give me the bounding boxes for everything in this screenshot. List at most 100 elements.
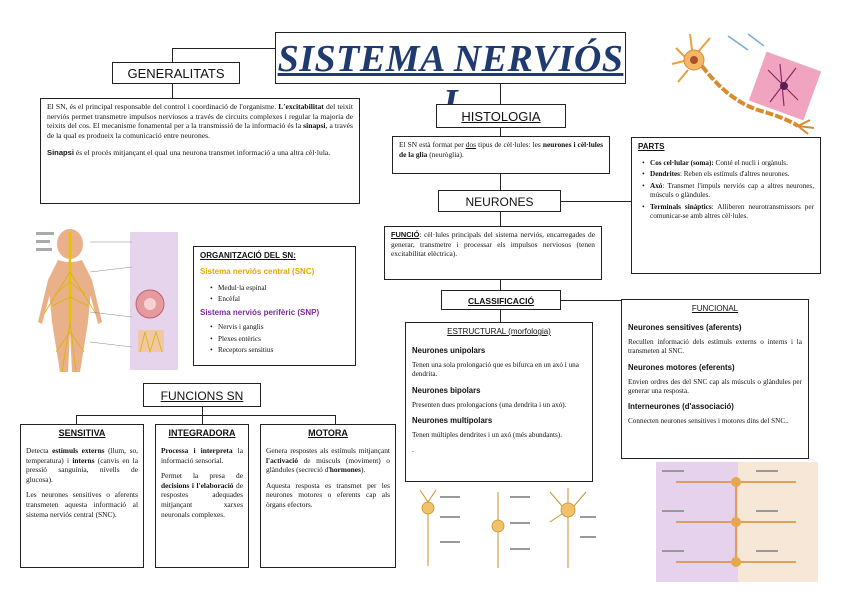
connector-line xyxy=(335,415,336,425)
motora-box: MOTORA Genera respostes als estímuls mit… xyxy=(260,424,396,568)
funcional-box: FUNCIONAL Neurones sensitives (aferents)… xyxy=(621,299,809,459)
generalitats-paragraph-2: Sinapsi és el procés mitjançant el qual … xyxy=(47,148,353,158)
parts-heading: PARTS xyxy=(638,142,665,151)
generalitats-paragraph-1: El SN, és el principal responsable del c… xyxy=(47,102,353,140)
snp-list: Nervis i ganglis Plexes entèrics Recepto… xyxy=(200,323,349,355)
histologia-heading: HISTOLOGIA xyxy=(461,109,541,124)
nervous-system-body-illustration xyxy=(36,229,178,373)
unipolars-title: Neurones unipolars xyxy=(412,346,486,355)
unipolars-text: Tenen una sola prolongació que es bifurc… xyxy=(412,361,579,379)
connector-line xyxy=(500,174,501,191)
generalitats-intro: El SN, és el principal responsable del c… xyxy=(47,102,277,111)
axo-term: Axó xyxy=(650,181,663,190)
funcio-text: : cèl·lules principals del sistema nervi… xyxy=(391,230,595,259)
neuron-types-illustration xyxy=(419,488,596,568)
connector-line xyxy=(500,280,501,291)
multipolars-title: Neurones multipolars xyxy=(412,416,493,426)
integradora-text: la informació sensorial. xyxy=(161,446,243,465)
connector-line xyxy=(561,300,621,301)
motora-paragraph-2: Aquesta resposta es transmet per les neu… xyxy=(266,480,390,509)
organitzacio-heading: ORGANITZACIÓ DEL SN: xyxy=(200,251,296,260)
histologia-text: El SN està format per xyxy=(399,140,466,149)
generalitats-heading: GENERALITATS xyxy=(127,66,225,81)
sensitiva-box: SENSITIVA Detecta estímuls externs (llum… xyxy=(20,424,144,568)
motora-text: Genera respostes als estímuls mitjançant xyxy=(266,446,390,455)
dos-term: dos xyxy=(465,140,477,149)
sensitiva-text: Detecta xyxy=(26,446,53,455)
functional-neurons-diagram xyxy=(656,462,818,582)
connector-line xyxy=(76,415,335,416)
classificacio-heading: CLASSIFICACIÓ xyxy=(467,296,535,306)
parts-item: Axó: Transmet l'impuls nerviós cap a alt… xyxy=(650,182,814,201)
parts-item: Cos cel·lular (soma): Conté el nucli i o… xyxy=(650,159,814,168)
generalitats-heading-box: GENERALITATS xyxy=(112,62,240,84)
histologia-text: (neuròglia). xyxy=(427,149,464,159)
interneurones-title: Interneurones (d'associació) xyxy=(628,402,734,412)
motora-heading: MOTORA xyxy=(308,428,348,438)
hormones-term: hormones xyxy=(329,465,361,475)
axo-text: : Transmet l'impuls nerviós cap a altres… xyxy=(650,181,814,200)
snp-item: Plexes entèrics xyxy=(218,335,349,344)
terminals-text: : Alliberen neurotransmissors per comuni… xyxy=(650,202,814,221)
generalitats-text-end: , a través de la qual es produeix la com… xyxy=(47,121,353,140)
sinapsi-definition: és el procés mitjançant el qual una neur… xyxy=(74,148,331,158)
soma-term: Cos cel·lular (soma): xyxy=(650,159,714,167)
connector-line xyxy=(500,128,501,136)
integradora-paragraph-1: Processa i interpreta la informació sens… xyxy=(161,446,243,465)
snc-list: Medul·la espinal Encèfal xyxy=(200,284,349,304)
terminals-term: Terminals sinàptics xyxy=(650,202,712,211)
parts-box: PARTS Cos cel·lular (soma): Conté el nuc… xyxy=(631,137,821,274)
generalitats-box: El SN, és el principal responsable del c… xyxy=(40,98,360,204)
integradora-heading: INTEGRADORA xyxy=(168,428,236,438)
funcio-term: FUNCIÓ xyxy=(391,230,420,239)
integradora-paragraph-2: Permet la presa de decisions i l'elabora… xyxy=(161,471,243,519)
sensitiva-paragraph-1: Detecta estímuls externs (llum, so, temp… xyxy=(26,446,138,484)
estructural-heading: ESTRUCTURAL (morfologia) xyxy=(447,327,551,336)
sensitiva-text: (canvis en la pressió sanguínia, nivells… xyxy=(26,455,138,484)
excitabilitat-term: L'excitabilitat xyxy=(278,102,324,111)
sinapsi-term: sinapsi xyxy=(303,121,326,131)
dendrites-text: : Reben els estímuls d'altres neurones. xyxy=(679,170,790,179)
soma-text: Conté el nucli i orgànuls. xyxy=(713,159,788,167)
sinapsi-definition-term: Sinapsi xyxy=(47,148,75,158)
snp-item: Nervis i ganglis xyxy=(218,323,349,332)
sensitiva-text: (llum, so, temperatura) i xyxy=(26,446,138,465)
motora-text: de músculs (moviment) o glàndules (secre… xyxy=(266,455,390,475)
connector-line xyxy=(172,84,173,98)
connector-line xyxy=(172,48,275,49)
dendrites-term: Dendrites xyxy=(650,170,680,179)
estructural-box: ESTRUCTURAL (morfologia) Neurones unipol… xyxy=(405,322,593,482)
histologia-text: tipus de cèl·lules: les xyxy=(476,140,543,149)
motores-title: Neurones motores (eferents) xyxy=(628,362,735,372)
snp-item: Receptors sensitius xyxy=(218,346,349,355)
activacio-term: l'activació xyxy=(266,455,299,465)
interns-term: interns xyxy=(72,455,95,465)
histologia-heading-box: HISTOLOGIA xyxy=(436,104,566,128)
snc-title: Sistema nerviós central (SNC) xyxy=(200,267,315,276)
neurones-glia-term: neurones i cèl·lules de la glia xyxy=(399,140,604,159)
integradora-text: de respostes adequades mitjançant xarxes… xyxy=(161,480,244,519)
motora-text: ). xyxy=(360,465,366,475)
connector-line xyxy=(76,415,77,425)
processa-term: Processa i interpreta xyxy=(161,446,233,455)
title-box: SISTEMA NERVIÓS I xyxy=(275,32,626,124)
estructural-end: . xyxy=(412,446,414,455)
decisions-term: decisions i l'elaboració xyxy=(161,480,234,490)
snc-item: Medul·la espinal xyxy=(218,284,349,293)
parts-item: Dendrites: Reben els estímuls d'altres n… xyxy=(650,170,814,179)
interneurones-text: Connecten neurones sensitives i motores … xyxy=(628,417,789,426)
neuron-illustration xyxy=(671,33,822,135)
funcional-heading: FUNCIONAL xyxy=(691,304,739,313)
bipolars-text: Presenten dues prolongacions (una dendri… xyxy=(412,400,567,409)
connector-line xyxy=(500,212,501,226)
parts-item: Terminals sinàptics: Alliberen neurotran… xyxy=(650,203,814,222)
connector-line xyxy=(500,84,501,104)
connector-line xyxy=(202,407,203,415)
sensitiva-paragraph-2: Les neurones sensitives o aferents trans… xyxy=(26,490,138,519)
connector-line xyxy=(172,48,173,62)
sensitives-text: Recullen informació dels estímuls extern… xyxy=(628,338,802,356)
snp-title: Sistema nerviós perifèric (SNP) xyxy=(200,308,320,318)
bipolars-title: Neurones bipolars xyxy=(412,385,481,395)
connector-line xyxy=(202,415,203,425)
integradora-text: Permet la presa de xyxy=(161,471,243,481)
